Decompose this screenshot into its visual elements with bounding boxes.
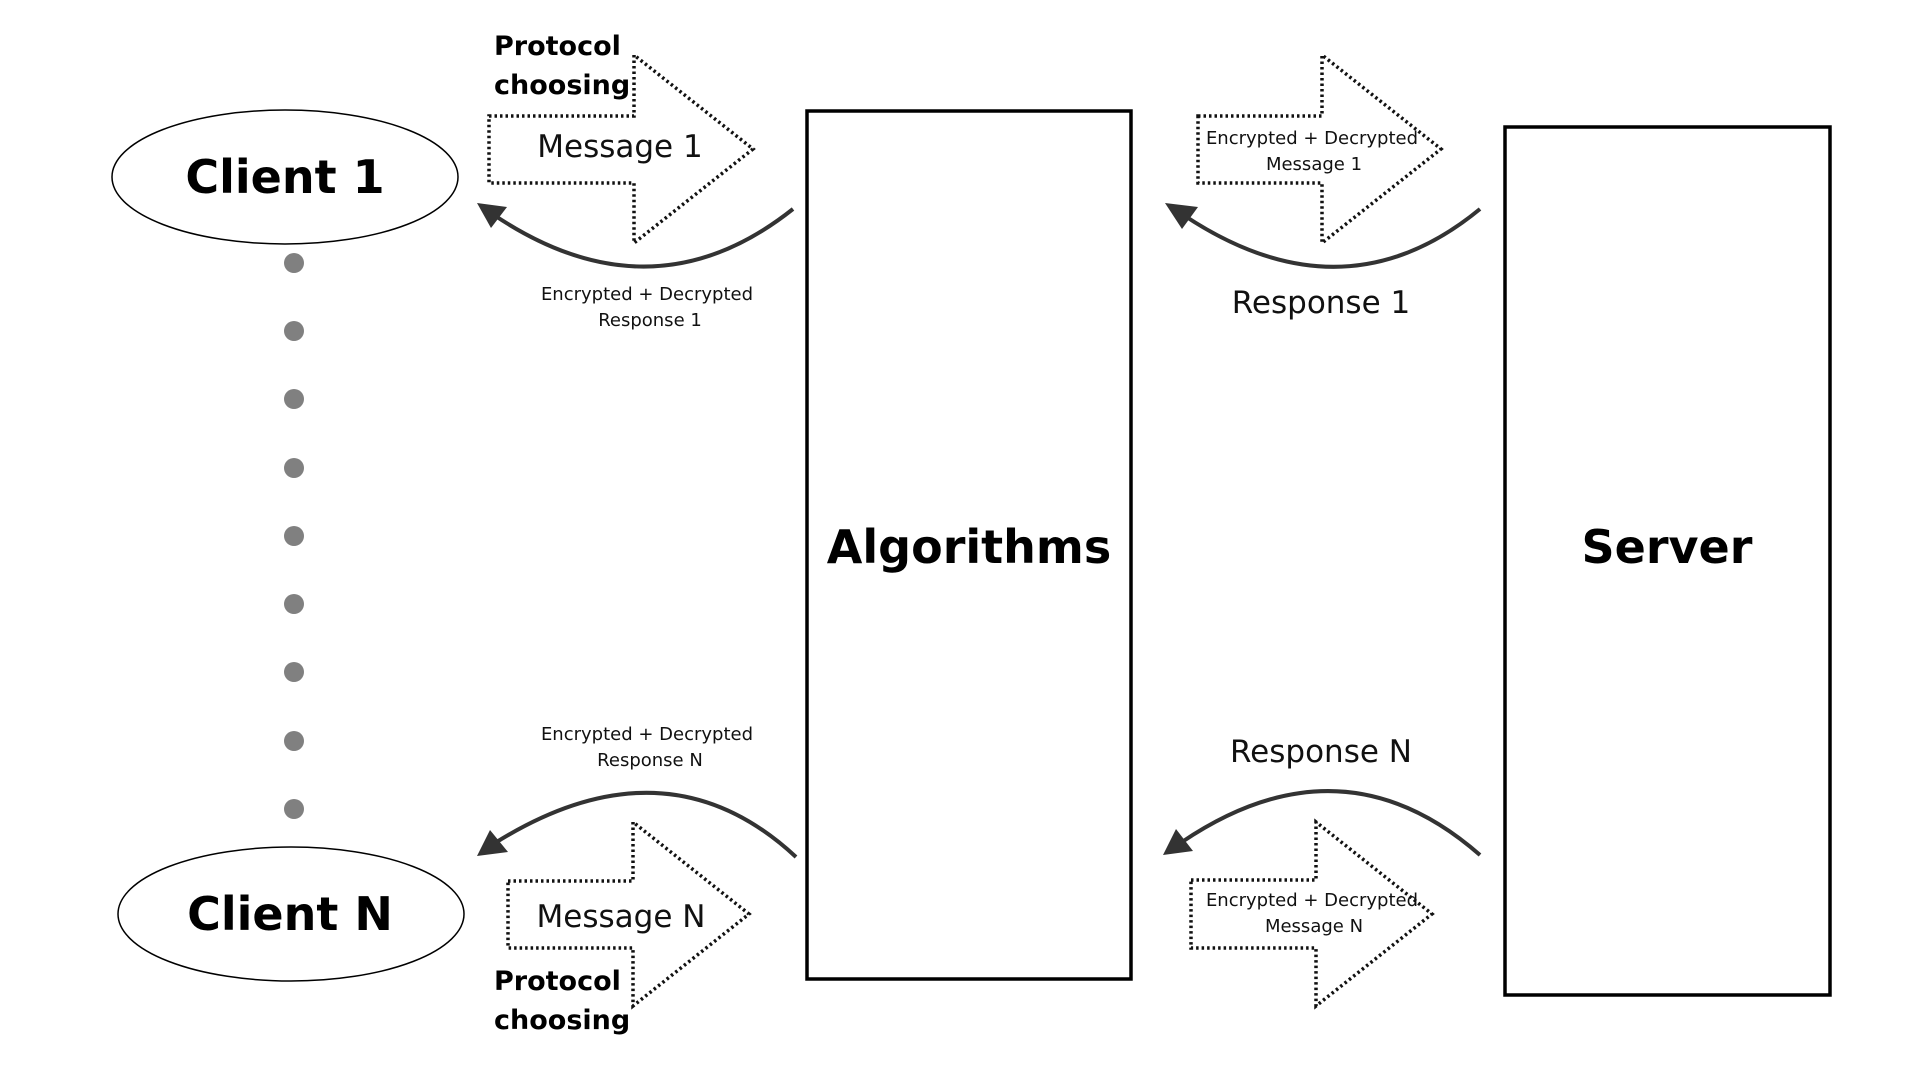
server-node: Server [1503, 125, 1832, 997]
encrypted-message-1-arrow: Encrypted + Decrypted Message 1 [1196, 51, 1444, 247]
protocol-choosing-bottom: Protocol choosing [494, 966, 630, 1036]
encrypted-message-n-arrow: Encrypted + Decrypted Message N [1189, 818, 1435, 1010]
protocol-choosing-bottom-line2: choosing [494, 1005, 630, 1036]
message-1-arrow: Message 1 [487, 51, 756, 247]
client-connector-dots [284, 253, 304, 819]
algorithms-box [805, 109, 1133, 981]
encrypted-message-n-line1: Encrypted + Decrypted [1206, 890, 1418, 911]
server-label: Server [1582, 520, 1753, 574]
protocol-choosing-top-line1: Protocol [494, 31, 621, 62]
encrypted-response-n-client-line1: Encrypted + Decrypted [541, 724, 753, 745]
server-response-n-curve [1180, 789, 1482, 857]
algorithms-label: Algorithms [827, 520, 1111, 574]
protocol-choosing-top-line2: choosing [494, 70, 630, 101]
message-n-label: Message N [537, 899, 706, 935]
encrypted-message-1-arrow-shape [1196, 51, 1444, 247]
connector-dot [284, 731, 304, 751]
connector-dot [284, 458, 304, 478]
connector-dot [284, 253, 304, 273]
encrypted-response-1-client: Encrypted + Decrypted Response 1 [541, 284, 753, 331]
server-response-n-arrowhead [1163, 829, 1193, 855]
client-n-node: Client N [117, 846, 465, 982]
encrypted-response-1-client-line2: Response 1 [598, 310, 702, 331]
response-n-return-arrow [477, 790, 798, 859]
response-1-label: Response 1 [1232, 285, 1410, 321]
connector-dot [284, 389, 304, 409]
client-1-ellipse [111, 109, 459, 245]
protocol-choosing-bottom-line1: Protocol [494, 966, 621, 997]
encrypted-message-n-line2: Message N [1265, 916, 1363, 937]
server-box [1503, 125, 1832, 997]
response-1-return-arrowhead [477, 203, 507, 228]
algorithms-node: Algorithms [805, 109, 1133, 981]
response-n-return-arrowhead [477, 830, 508, 856]
client-n-ellipse [117, 846, 465, 982]
connector-dot [284, 594, 304, 614]
client-1-node: Client 1 [111, 109, 459, 245]
encrypted-response-n-client: Encrypted + Decrypted Response N [541, 724, 753, 771]
protocol-choosing-top: Protocol choosing [494, 31, 630, 101]
response-1-return-curve [492, 207, 795, 269]
connector-dot [284, 526, 304, 546]
message-1-arrow-shape [487, 51, 756, 247]
response-n-label: Response N [1230, 734, 1412, 770]
message-1-label: Message 1 [537, 129, 702, 165]
encrypted-message-1-line1: Encrypted + Decrypted [1206, 128, 1418, 149]
encrypted-message-1-line2: Message 1 [1266, 154, 1362, 175]
message-n-arrow-shape [506, 818, 752, 1010]
response-1-return-arrow [477, 203, 795, 269]
server-response-1-curve [1183, 207, 1482, 269]
connector-dot [284, 662, 304, 682]
response-n-return-curve [493, 790, 798, 859]
client-n-label: Client N [187, 887, 393, 941]
server-response-1-arrow: Response 1 [1165, 203, 1482, 321]
server-response-n-arrow: Response N [1163, 734, 1482, 857]
client-1-label: Client 1 [185, 150, 384, 204]
connector-dot [284, 321, 304, 341]
connector-dot [284, 799, 304, 819]
encrypted-response-1-client-line1: Encrypted + Decrypted [541, 284, 753, 305]
message-n-arrow: Message N [506, 818, 752, 1010]
encrypted-response-n-client-line2: Response N [597, 750, 703, 771]
encrypted-message-n-arrow-shape [1189, 818, 1435, 1010]
server-response-1-arrowhead [1165, 203, 1198, 229]
